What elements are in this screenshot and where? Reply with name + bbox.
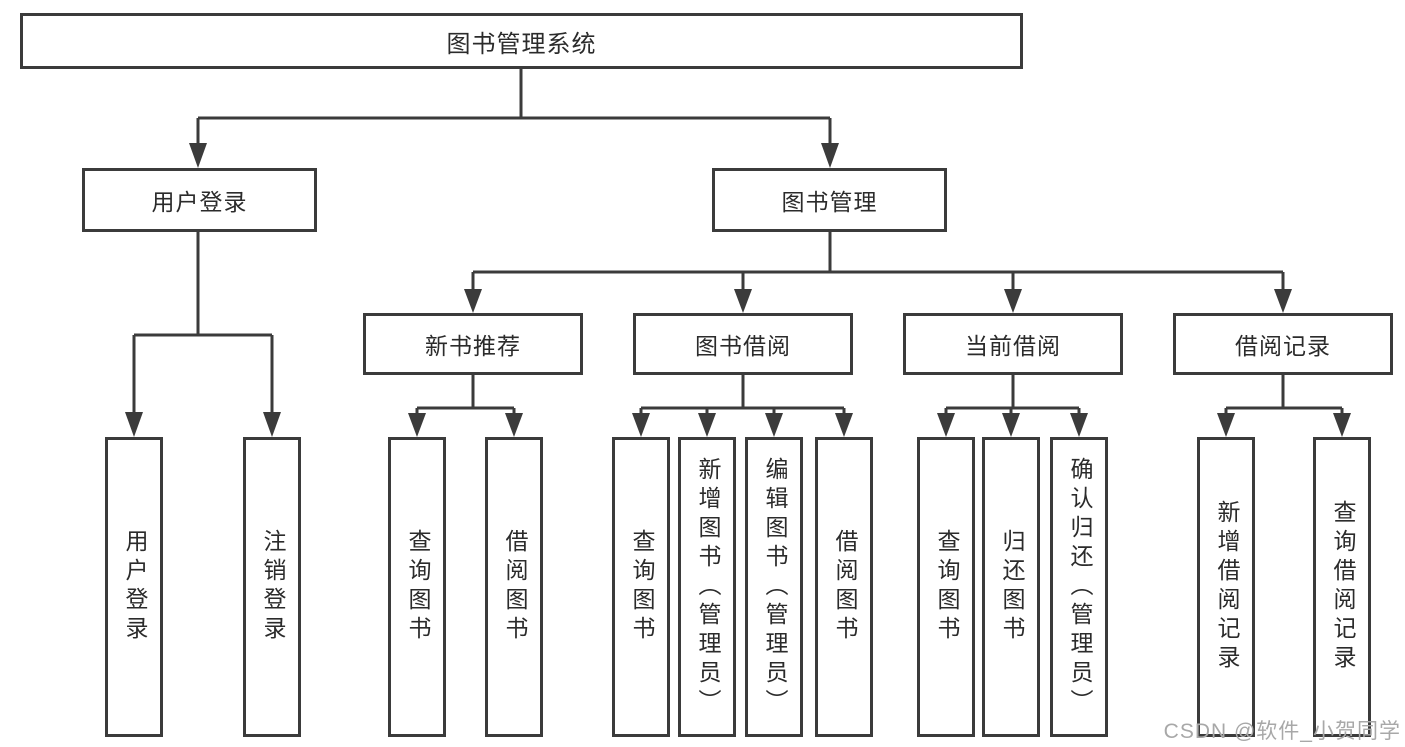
leaf-query-books-recommend: 查询图书 — [388, 437, 446, 737]
node-new-book-recommend: 新书推荐 — [363, 313, 583, 375]
node-library-management-system: 图书管理系统 — [20, 13, 1023, 69]
node-book-borrow: 图书借阅 — [633, 313, 853, 375]
connector-new-book-recommend-to-leaves — [408, 375, 523, 437]
node-user-login: 用户登录 — [82, 168, 317, 232]
leaf-query-books-borrow: 查询图书 — [612, 437, 670, 737]
node-borrow-records: 借阅记录 — [1173, 313, 1393, 375]
connector-current-borrow-to-leaves — [937, 375, 1088, 437]
leaf-borrow-books: 借阅图书 — [815, 437, 873, 737]
node-book-management: 图书管理 — [712, 168, 947, 232]
leaf-add-borrow-record: 新增借阅记录 — [1197, 437, 1255, 737]
node-current-borrow: 当前借阅 — [903, 313, 1123, 375]
connector-borrow-records-to-leaves — [1217, 375, 1351, 437]
leaf-return-books: 归还图书 — [982, 437, 1040, 737]
connector-book-management-to-level3 — [464, 232, 1292, 313]
leaf-confirm-return-admin: 确认归还（管理员） — [1050, 437, 1108, 737]
leaf-query-borrow-record: 查询借阅记录 — [1313, 437, 1371, 737]
leaf-query-books-current: 查询图书 — [917, 437, 975, 737]
connector-user-login-to-leaves — [125, 232, 281, 437]
connector-root-to-level2 — [189, 68, 839, 168]
leaf-logout: 注销登录 — [243, 437, 301, 737]
leaf-borrow-books-recommend: 借阅图书 — [485, 437, 543, 737]
leaf-edit-book-admin: 编辑图书（管理员） — [745, 437, 803, 737]
leaf-add-book-admin: 新增图书（管理员） — [678, 437, 736, 737]
csdn-watermark: CSDN @软件_小贺同学 — [1163, 720, 1401, 743]
leaf-user-login: 用户登录 — [105, 437, 163, 737]
connector-book-borrow-to-leaves — [632, 375, 853, 437]
